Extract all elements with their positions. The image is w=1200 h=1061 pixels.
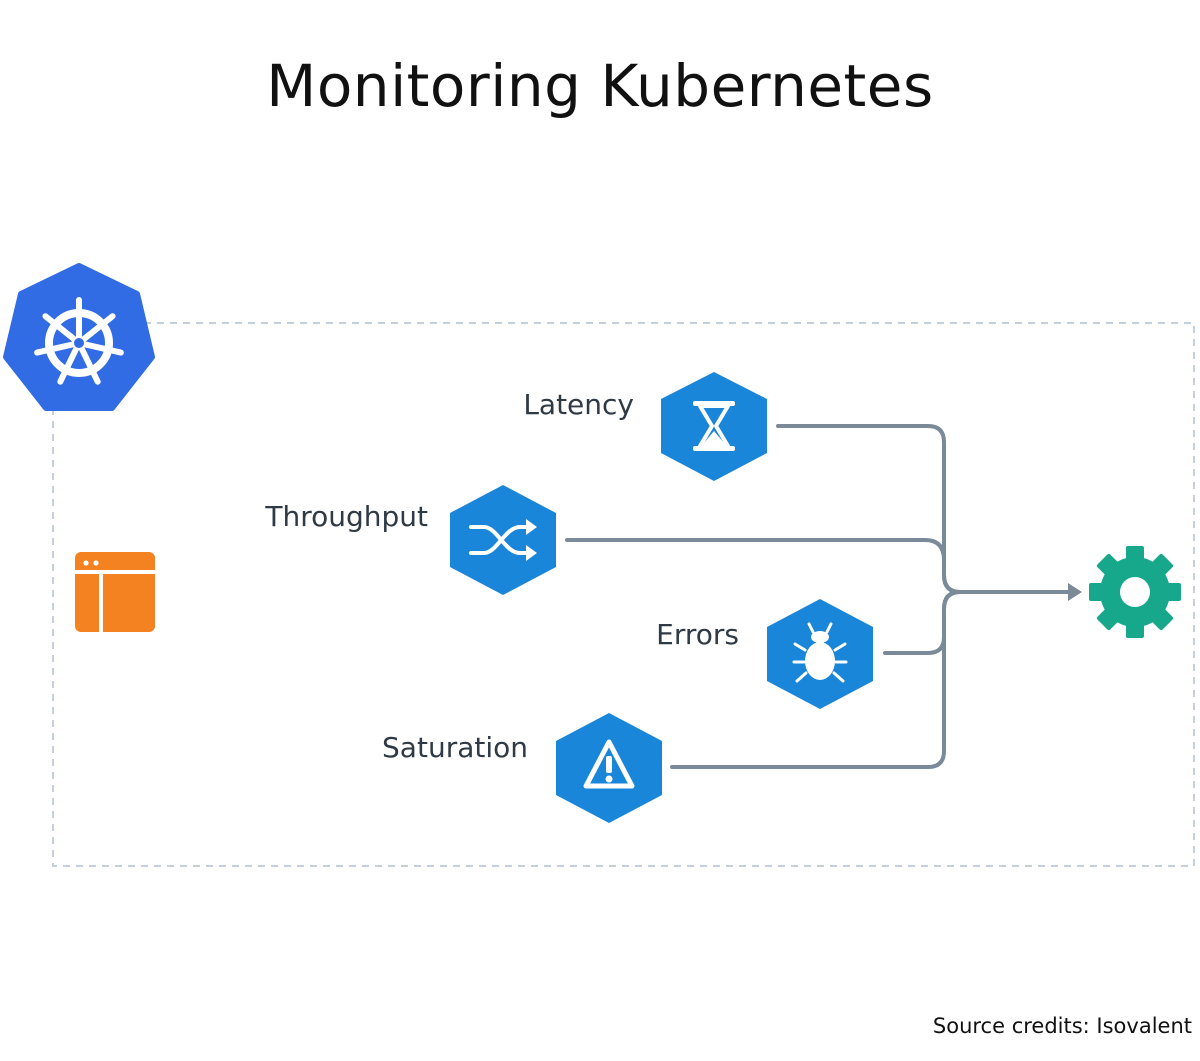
connector-errors	[883, 590, 962, 655]
connector-lines	[565, 424, 1072, 769]
label-throughput: Throughput	[264, 500, 428, 533]
shuffle-icon	[469, 525, 530, 555]
bug-icon	[792, 622, 848, 683]
label-errors: Errors	[656, 618, 739, 651]
app-window-icon	[75, 552, 155, 632]
source-credits: Source credits: Isovalent	[932, 1014, 1192, 1038]
page-title: Monitoring Kubernetes	[266, 52, 934, 120]
gear-icon	[1089, 546, 1181, 638]
connector-saturation	[670, 590, 962, 769]
metric-errors	[767, 599, 873, 709]
metric-saturation	[556, 713, 662, 823]
warning-icon	[583, 739, 635, 789]
label-saturation: Saturation	[382, 731, 528, 764]
label-latency: Latency	[523, 388, 634, 421]
hourglass-icon	[693, 401, 735, 451]
metric-latency	[661, 372, 767, 481]
arrow-head-icon	[1068, 583, 1082, 601]
connector-latency	[776, 424, 962, 594]
cluster-boundary	[52, 322, 1195, 867]
connector-throughput	[565, 538, 962, 594]
metric-throughput	[450, 485, 556, 595]
kubernetes-helm-icon	[3, 263, 155, 411]
